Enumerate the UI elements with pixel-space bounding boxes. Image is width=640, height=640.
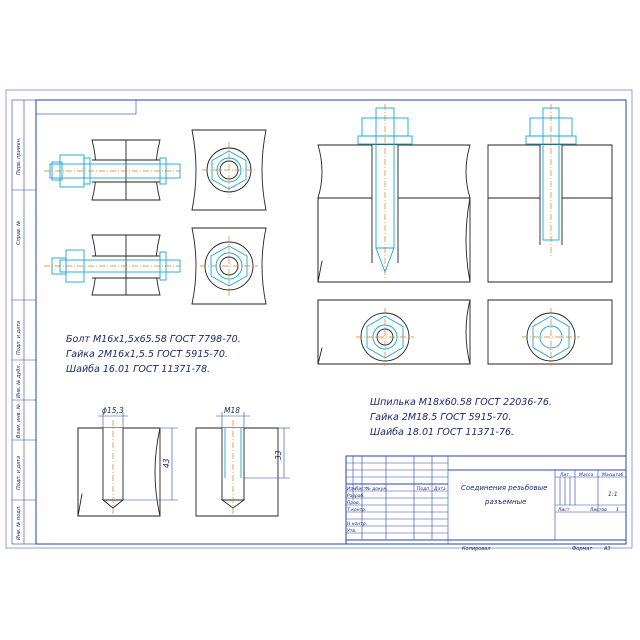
threaded-hole-section	[195, 412, 290, 517]
title-block	[345, 455, 627, 545]
format-label: Формат	[572, 546, 593, 552]
stamp-label: Справ. №	[16, 221, 22, 245]
title-block-col-label: Лист	[354, 486, 367, 492]
bolt-nut-view-1	[191, 129, 267, 211]
bolt-note-3: Шайба 16.01 ГОСТ 11371-78.	[66, 364, 210, 375]
screw-top-view	[487, 299, 613, 366]
drilled-hole-section	[77, 412, 178, 517]
title-block-row-label: Разраб.	[347, 493, 365, 499]
bolt-joint-section-2	[44, 234, 181, 296]
bolt-note-2: Гайка 2М16х1,5.5 ГОСТ 5915-70.	[66, 349, 228, 360]
scale-value: 1:1	[608, 491, 618, 498]
bolt-nut-view-2	[191, 227, 267, 305]
thread-size-dimension: М18	[224, 406, 240, 415]
sheets-label: Листов	[589, 507, 607, 513]
bolt-note-1: Болт М16х1,5х65.58 ГОСТ 7798-70.	[66, 334, 241, 345]
hole-diameter-dimension: ϕ15,3	[102, 406, 124, 415]
hole-depth-dimension: 43	[162, 458, 171, 468]
stud-note-1: Шпилька М18х60.58 ГОСТ 22036-76.	[370, 397, 552, 408]
thread-depth-dimension: 33	[274, 450, 283, 460]
screw-joint-section	[487, 104, 613, 283]
mass-label: Масса	[579, 472, 594, 478]
bolt-joint-section	[44, 139, 181, 201]
title-block-col-label: Дата	[433, 486, 446, 492]
stamp-label: Инв. № подл.	[16, 506, 22, 541]
drawing-title-line-2: разъемные	[484, 498, 526, 506]
title-block-row-label: Т.контр.	[347, 507, 367, 513]
sheet-label: Лист	[557, 507, 570, 513]
stamp-label: Взам. инв. №	[16, 404, 22, 438]
sheets-value: 1	[616, 507, 619, 513]
format-value: А3	[603, 546, 611, 552]
lit-label: Лит.	[559, 472, 570, 478]
title-block-col-label: Изм	[347, 486, 357, 492]
sheet-border	[5, 89, 633, 549]
code-box	[35, 99, 137, 115]
stud-note-2: Гайка 2М18.5 ГОСТ 5915-70.	[370, 412, 511, 423]
stud-note-3: Шайба 18.01 ГОСТ 11371-76.	[370, 427, 514, 438]
stud-top-view	[317, 299, 471, 366]
title-block-col-label: № докум.	[365, 486, 388, 492]
title-block-col-label: Подп.	[417, 486, 431, 492]
side-stamp: Перв. примен. Справ. № Подп. и дата Инв.…	[11, 99, 37, 545]
stamp-label: Подп. и дата	[16, 456, 22, 490]
title-block-row-label: Н.контр.	[347, 521, 367, 527]
title-block-row-label: Пров.	[347, 500, 360, 506]
copied-label: Копировал	[462, 546, 491, 552]
stamp-label: Перв. примен.	[16, 137, 22, 175]
stamp-label: Подп. и дата	[16, 321, 22, 355]
drawing-title-line-1: Соединения резьбовые	[461, 484, 547, 492]
stamp-label: Инв. № дубл.	[16, 364, 22, 398]
title-block-row-label: Утв.	[347, 528, 356, 534]
stud-joint-section	[317, 104, 471, 283]
scale-label: Масштаб	[602, 472, 624, 478]
